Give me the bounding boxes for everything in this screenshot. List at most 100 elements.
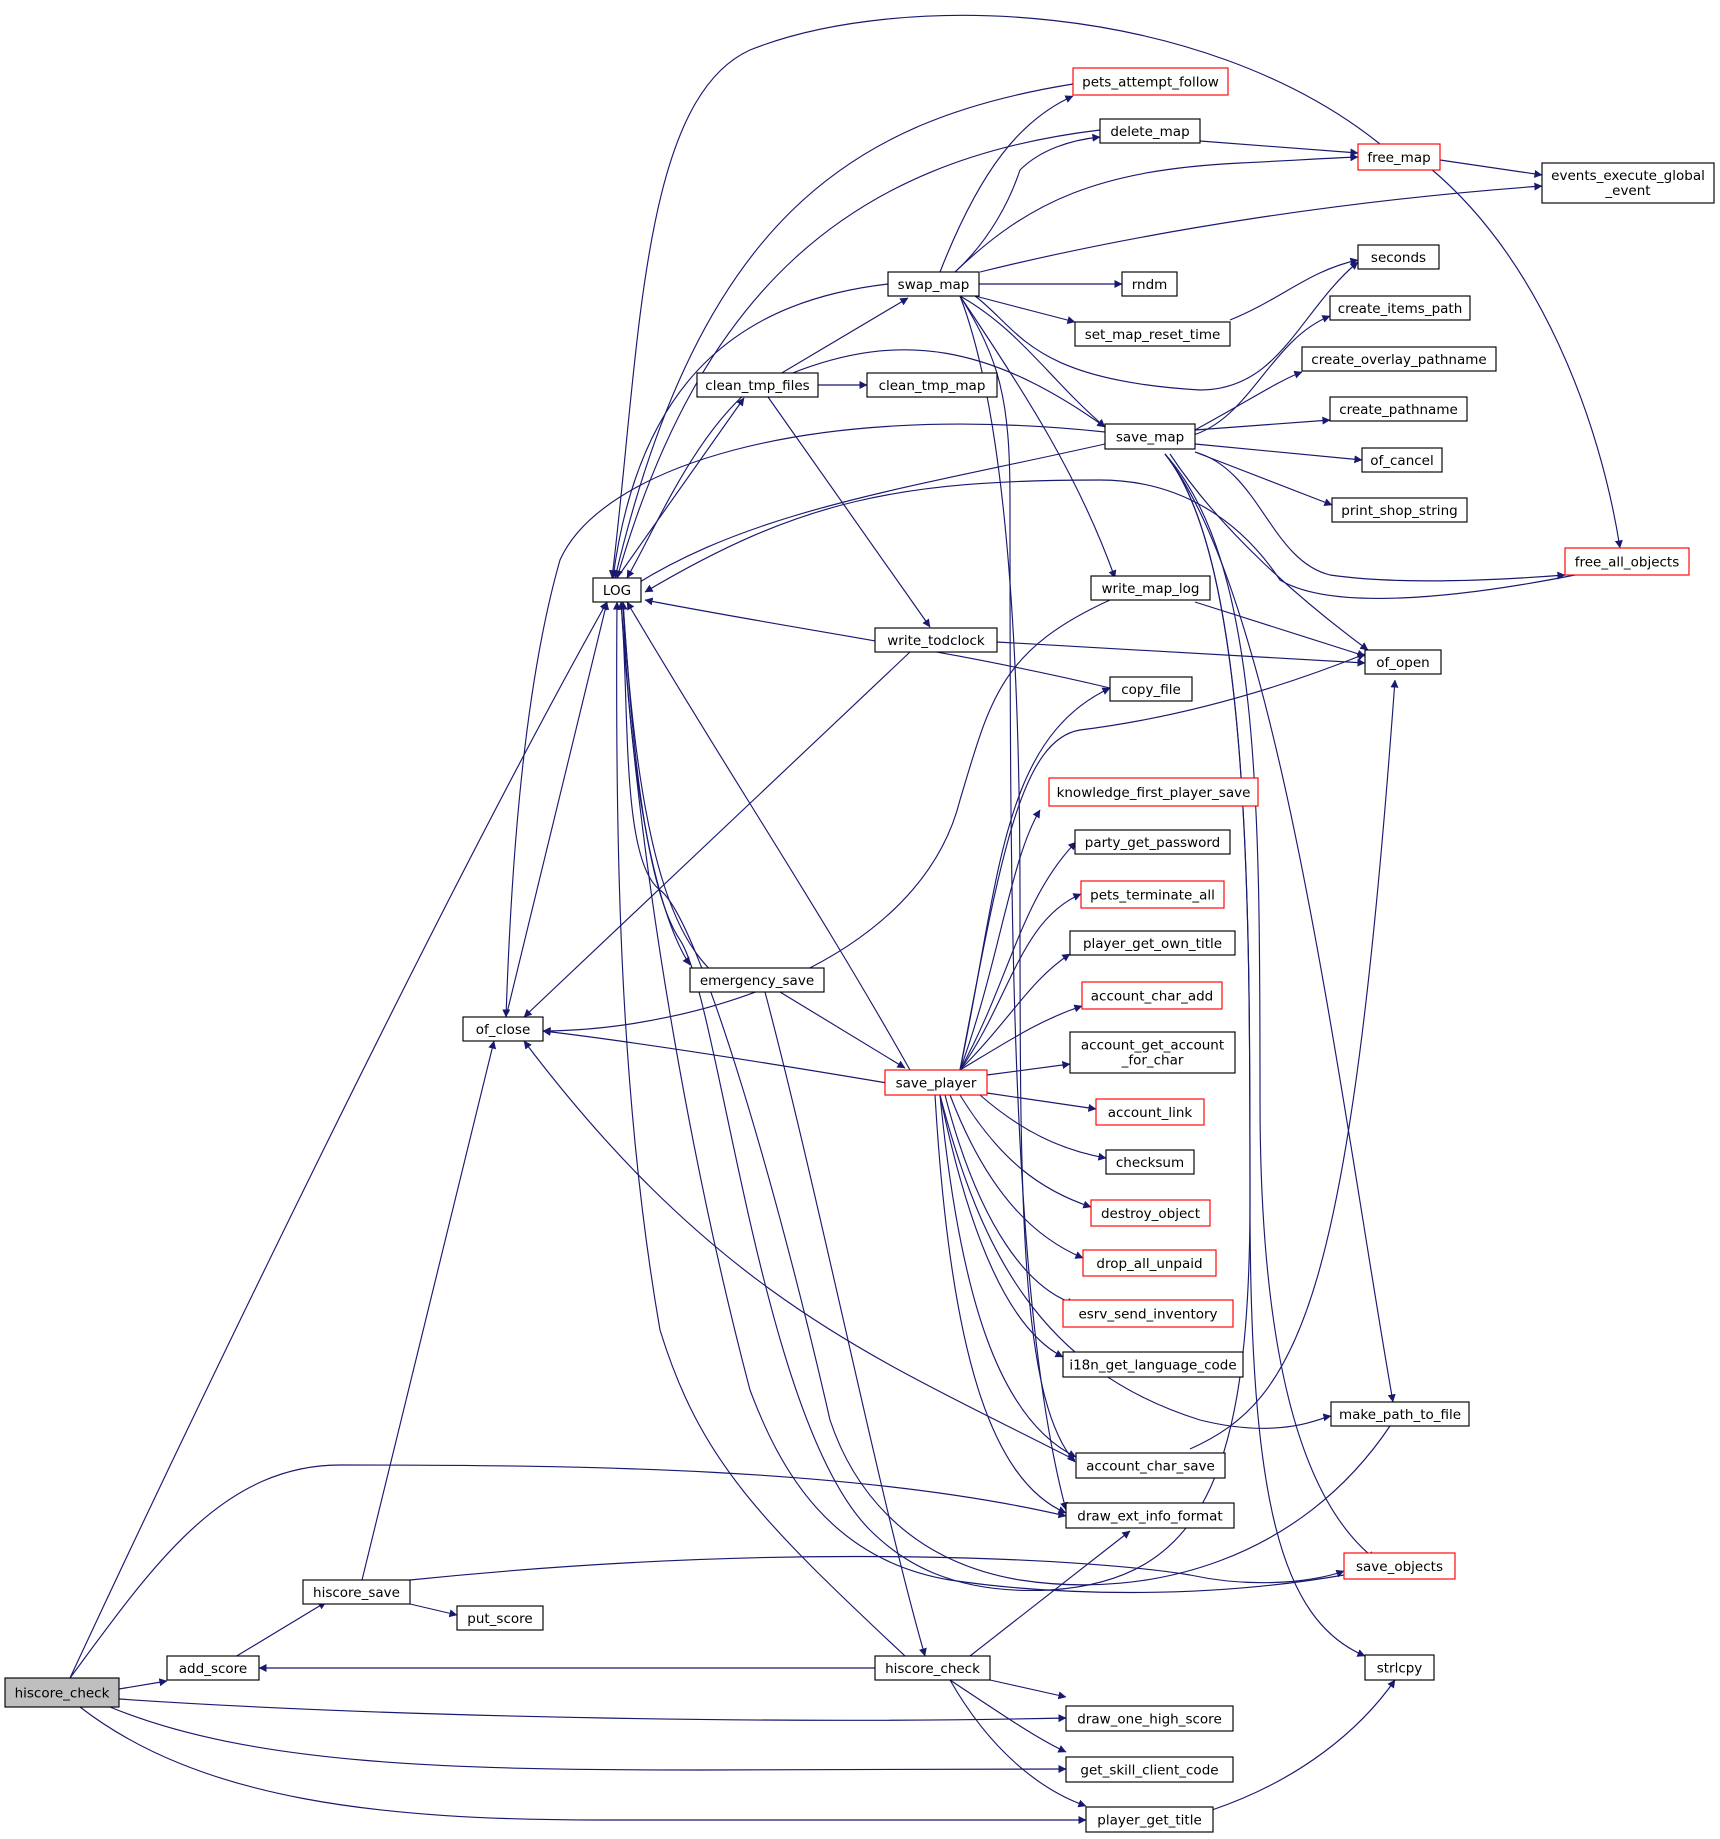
node-hiscore-save[interactable]: hiscore_save (302, 1579, 411, 1605)
node-save-map[interactable]: save_map (1104, 423, 1196, 450)
node-put-score[interactable]: put_score (456, 1605, 544, 1631)
edge-group (69, 14, 1623, 1824)
node-box (1329, 295, 1471, 321)
node-box (1364, 649, 1442, 675)
node-box (1364, 1654, 1435, 1681)
node-label: account_char_add (1091, 989, 1214, 1005)
node-player-get-title[interactable]: player_get_title (1085, 1806, 1214, 1833)
edge-swap-map-log (610, 283, 889, 579)
node-label: put_score (467, 1611, 532, 1627)
node-save-objects[interactable]: save_objects (1343, 1552, 1456, 1580)
node-label: pets_terminate_all (1090, 888, 1215, 904)
node-of-close[interactable]: of_close (462, 1016, 544, 1042)
node-box (1065, 1756, 1234, 1783)
edge-hiscore-check-2-draw-one (989, 1679, 1067, 1700)
edge-root-player-get-title (79, 1706, 1087, 1824)
node-clean-tmp-map[interactable]: clean_tmp_map (866, 372, 998, 398)
node-box (1069, 930, 1236, 956)
node-print-shop-string[interactable]: print_shop_string (1331, 497, 1468, 523)
node-draw-one-high-score[interactable]: draw_one_high_score (1065, 1705, 1234, 1732)
node-events-execute-global-event[interactable]: events_execute_global_event (1541, 162, 1715, 204)
node-make-path-to-file[interactable]: make_path_to_file (1330, 1401, 1470, 1427)
node-label: hiscore_save (313, 1585, 400, 1601)
node-esrv-send-inventory[interactable]: esrv_send_inventory (1062, 1299, 1234, 1328)
edge-save-map-save-objects (1164, 453, 1376, 1560)
node-destroy-object[interactable]: destroy_object (1090, 1199, 1211, 1227)
node-of-open[interactable]: of_open (1364, 649, 1442, 675)
node-box (887, 271, 980, 297)
node-set-map-reset-time[interactable]: set_map_reset_time (1074, 321, 1231, 347)
node-label: draw_one_high_score (1077, 1712, 1222, 1728)
node-seconds[interactable]: seconds (1357, 244, 1440, 270)
edge-player-get-title-strlcpy (1211, 1679, 1396, 1811)
node-drop-all-unpaid[interactable]: drop_all_unpaid (1082, 1249, 1217, 1277)
node-label: knowledge_first_player_save (1057, 785, 1251, 801)
node-label: create_pathname (1339, 402, 1458, 418)
node-box (1074, 829, 1231, 855)
node-emergency-save[interactable]: emergency_save (689, 967, 825, 993)
node-label-line2: _event (1604, 183, 1650, 199)
edge-swap-map-write-map-log (959, 295, 1117, 579)
node-draw-ext-info-format[interactable]: draw_ext_info_format (1065, 1502, 1235, 1529)
edge-swap-map-seconds (974, 261, 1359, 391)
node-box (1082, 1249, 1217, 1277)
node-free-all-objects[interactable]: free_all_objects (1564, 547, 1690, 576)
edge-save-map-make-path (1164, 453, 1396, 1403)
node-knowledge-first-player-save[interactable]: knowledge_first_player_save (1048, 777, 1259, 807)
node-label: account_char_save (1086, 1459, 1215, 1475)
node-label: events_execute_global (1551, 168, 1705, 184)
node-strlcpy[interactable]: strlcpy (1364, 1654, 1435, 1681)
node-i18n-get-language-code[interactable]: i18n_get_language_code (1062, 1351, 1244, 1378)
node-write-todclock[interactable]: write_todclock (874, 627, 998, 653)
node-box (1104, 423, 1196, 450)
edge-save-player-destroy (959, 1094, 1092, 1209)
node-label: draw_ext_info_format (1077, 1509, 1222, 1525)
node-delete-map[interactable]: delete_map (1099, 118, 1201, 144)
node-pets-attempt-follow[interactable]: pets_attempt_follow (1072, 67, 1229, 96)
node-label: add_score (179, 1661, 247, 1677)
node-label: free_all_objects (1575, 555, 1680, 571)
node-free-map[interactable]: free_map (1357, 143, 1441, 171)
node-save-player[interactable]: save_player (884, 1069, 988, 1096)
node-label: LOG (603, 583, 631, 599)
node-player-get-own-title[interactable]: player_get_own_title (1069, 930, 1236, 956)
node-add-score[interactable]: add_score (166, 1655, 260, 1681)
node-hiscore-check-root[interactable]: hiscore_check (4, 1677, 120, 1708)
node-get-skill-client-code[interactable]: get_skill_client_code (1065, 1756, 1234, 1783)
node-label: drop_all_unpaid (1096, 1256, 1202, 1272)
node-box (1099, 118, 1201, 144)
node-label: strlcpy (1377, 1661, 1423, 1677)
edge-root-draw-ext-info (69, 1464, 1067, 1679)
node-account-get-account-for-char[interactable]: account_get_account_for_char (1069, 1031, 1236, 1074)
node-rndm[interactable]: rndm (1121, 271, 1178, 297)
edge-account-char-save-of-open (1189, 679, 1399, 1450)
edge-write-todclock-of-open (996, 641, 1366, 667)
node-box (1062, 1351, 1244, 1378)
edge-clean-tmp-files-write-todclock (767, 396, 931, 628)
node-box (592, 577, 642, 603)
node-create-items-path[interactable]: create_items_path (1329, 295, 1471, 321)
node-party-get-password[interactable]: party_get_password (1074, 829, 1231, 855)
node-copy-file[interactable]: copy_file (1109, 676, 1193, 702)
node-swap-map[interactable]: swap_map (887, 271, 980, 297)
node-box (1048, 777, 1259, 807)
node-account-char-save[interactable]: account_char_save (1075, 1452, 1226, 1479)
node-box (1109, 676, 1193, 702)
node-hiscore-check-2[interactable]: hiscore_check (874, 1655, 991, 1681)
node-of-cancel[interactable]: of_cancel (1361, 447, 1443, 473)
node-clean-tmp-files[interactable]: clean_tmp_files (696, 372, 819, 398)
node-box (1074, 321, 1231, 347)
node-write-map-log[interactable]: write_map_log (1090, 575, 1211, 601)
node-account-link[interactable]: account_link (1095, 1098, 1205, 1126)
node-checksum[interactable]: checksum (1105, 1149, 1195, 1175)
node-account-char-add[interactable]: account_char_add (1081, 981, 1223, 1010)
node-pets-terminate-all[interactable]: pets_terminate_all (1080, 880, 1225, 909)
node-create-pathname[interactable]: create_pathname (1329, 396, 1468, 422)
node-label: create_items_path (1338, 301, 1463, 317)
node-LOG[interactable]: LOG (592, 577, 642, 603)
edge-delete-map-free-map (1199, 140, 1359, 157)
node-label: get_skill_client_code (1080, 1763, 1218, 1779)
edge-of-close-log (505, 601, 610, 1018)
node-create-overlay-pathname[interactable]: create_overlay_pathname (1301, 346, 1497, 372)
